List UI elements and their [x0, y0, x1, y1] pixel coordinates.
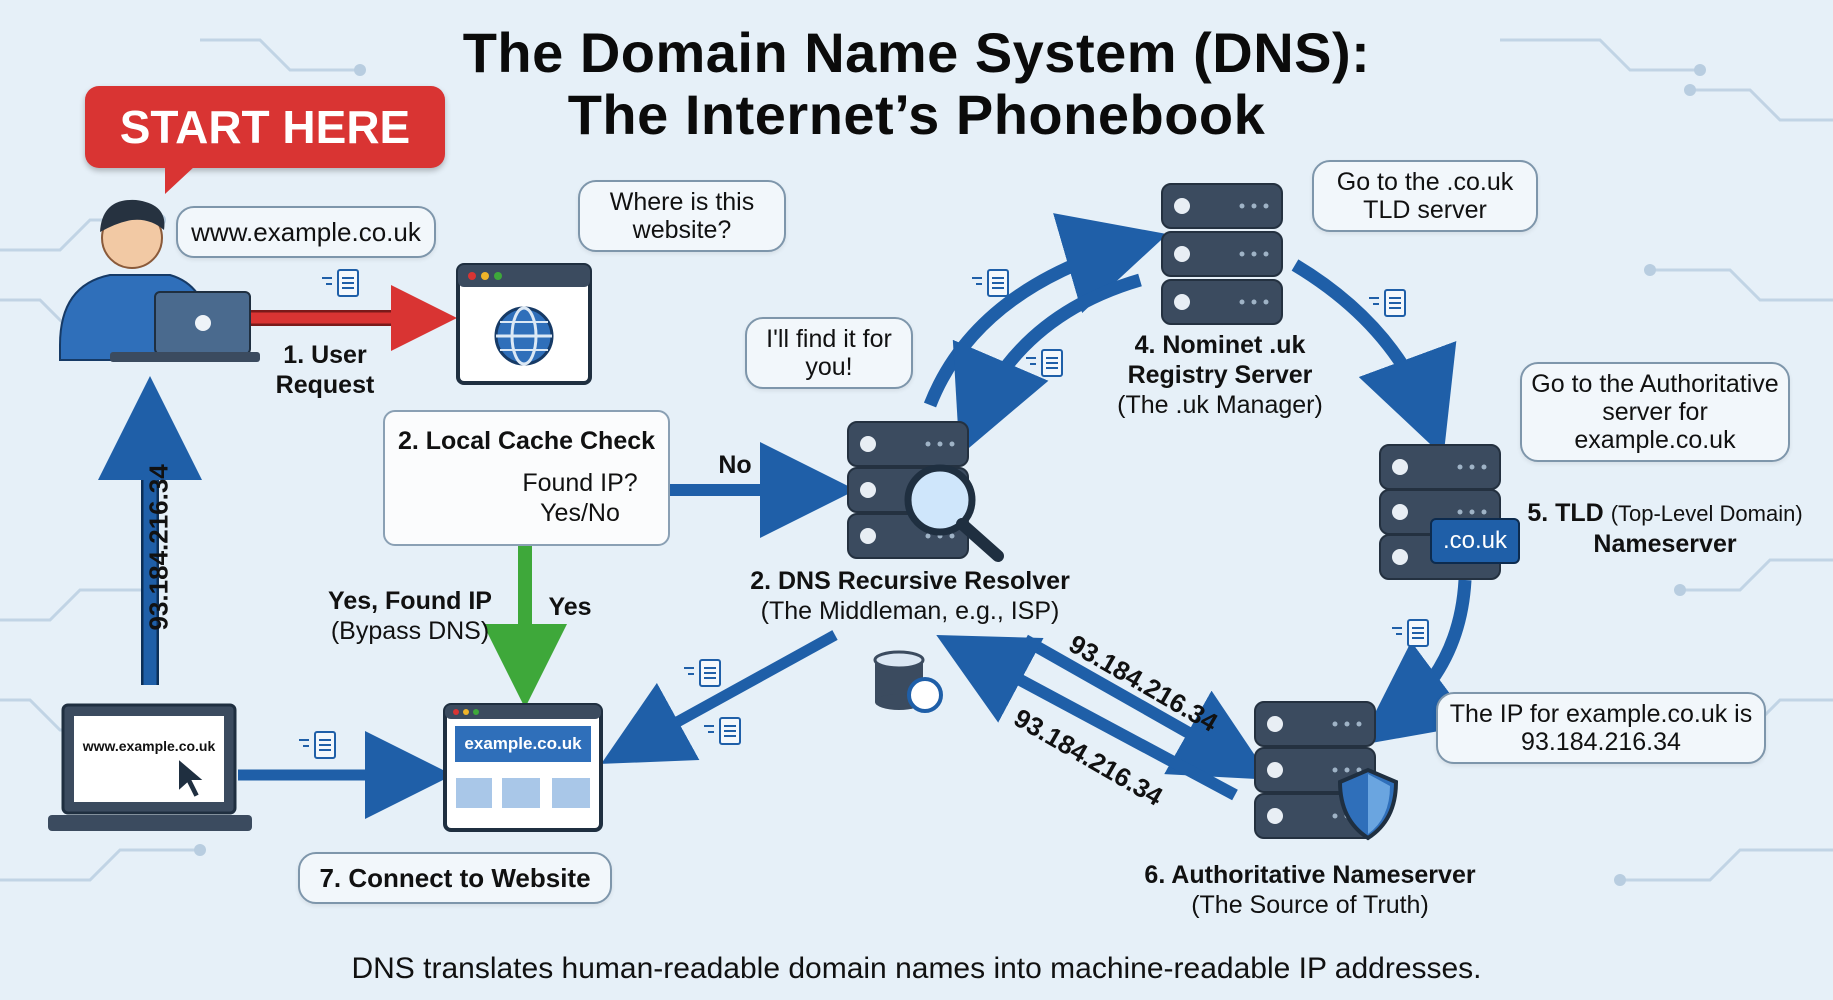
desktop-laptop-icon: [48, 703, 252, 831]
yes-found-text: Yes, Found IP: [328, 587, 492, 615]
auth-title: 6. Authoritative Nameserver: [1144, 861, 1476, 889]
resolver-title: 2. DNS Recursive Resolver: [750, 567, 1070, 595]
document-icon: [321, 269, 359, 297]
document-icon: [1368, 289, 1406, 317]
local-cache-check-box: 2. Local Cache Check Found IP? Yes/No: [383, 410, 670, 546]
database-sync-icon: [873, 650, 943, 713]
arrow-registry-to-tld: [1291, 259, 1457, 457]
document-icon: [703, 717, 741, 745]
arrow-auth-to-resolver: [936, 635, 1238, 801]
arrow-registry-to-resolver: [952, 273, 1142, 456]
document-icon: [971, 269, 1009, 297]
tld-badge: .co.uk: [1430, 518, 1520, 564]
user-request-label: 1. User Request: [275, 341, 375, 399]
footer-caption: DNS translates human-readable domain nam…: [351, 952, 1482, 985]
document-icon: [298, 731, 336, 759]
sync-icon: [907, 677, 943, 713]
resolver-label: 2. DNS Recursive Resolver (The Middleman…: [730, 566, 1090, 626]
shield-icon: [1337, 767, 1399, 841]
cursor-icon: [177, 755, 208, 800]
browser-globe-icon: [456, 263, 592, 385]
laptop-screen-text: www.example.co.uk: [82, 738, 216, 754]
tld-title: 5. TLD: [1527, 499, 1604, 527]
registry-label: 4. Nominet .uk Registry Server (The .uk …: [1100, 330, 1340, 420]
cache-check-title: 2. Local Cache Check: [397, 427, 656, 455]
registry-subtitle: (The .uk Manager): [1117, 391, 1323, 419]
registry-title: 4. Nominet .uk Registry Server: [1127, 331, 1313, 389]
bypass-text: (Bypass DNS): [330, 617, 490, 645]
document-icon: [1391, 619, 1429, 647]
document-icon: [1025, 349, 1063, 377]
arrow-resolver-to-registry: [923, 213, 1168, 408]
where-is-bubble: Where is this website?: [578, 180, 786, 252]
yes-label: Yes: [548, 593, 592, 621]
tld-label: 5. TLD (Top-Level Domain) Nameserver: [1505, 498, 1825, 559]
ip-answer-bubble: The IP for example.co.uk is 93.184.216.3…: [1436, 692, 1766, 764]
yes-found-label: Yes, Found IP (Bypass DNS): [310, 586, 510, 646]
go-auth-bubble: Go to the Authoritative server for examp…: [1520, 362, 1790, 462]
auth-subtitle: (The Source of Truth): [1191, 891, 1429, 919]
arrow-resolver-to-auth: [1022, 634, 1272, 780]
arrow-tld-to-auth: [1358, 579, 1474, 746]
arrow-resolver-to-website: [601, 630, 838, 764]
laptop-icon: [110, 291, 260, 362]
website-window-icon: [443, 703, 603, 832]
go-tld-bubble: Go to the .co.uk TLD server: [1312, 160, 1538, 232]
tld-name: Nameserver: [1593, 530, 1737, 558]
connect-label: 7. Connect to Website: [298, 852, 612, 904]
cache-check-question: Found IP? Yes/No: [522, 469, 638, 527]
title-line-1: The Domain Name System (DNS):: [462, 21, 1371, 84]
resolver-subtitle: (The Middleman, e.g., ISP): [760, 597, 1060, 625]
find-it-bubble: I'll find it for you!: [745, 317, 913, 389]
magnifier-icon: [904, 464, 1004, 562]
ip-vertical-label: 93.184.216.34: [143, 464, 174, 631]
tld-paren: (Top-Level Domain): [1610, 501, 1803, 526]
user-domain-bubble: www.example.co.uk: [176, 206, 436, 258]
auth-label: 6. Authoritative Nameserver (The Source …: [1120, 860, 1500, 920]
start-here-badge: START HERE: [85, 86, 445, 194]
title-line-2: The Internet’s Phonebook: [567, 83, 1266, 146]
page-title: The Domain Name System (DNS): The Intern…: [0, 22, 1833, 146]
document-icon: [683, 659, 721, 687]
no-label: No: [718, 451, 752, 479]
registry-server-icon: [1161, 183, 1283, 325]
website-header-text: example.co.uk: [464, 734, 582, 753]
